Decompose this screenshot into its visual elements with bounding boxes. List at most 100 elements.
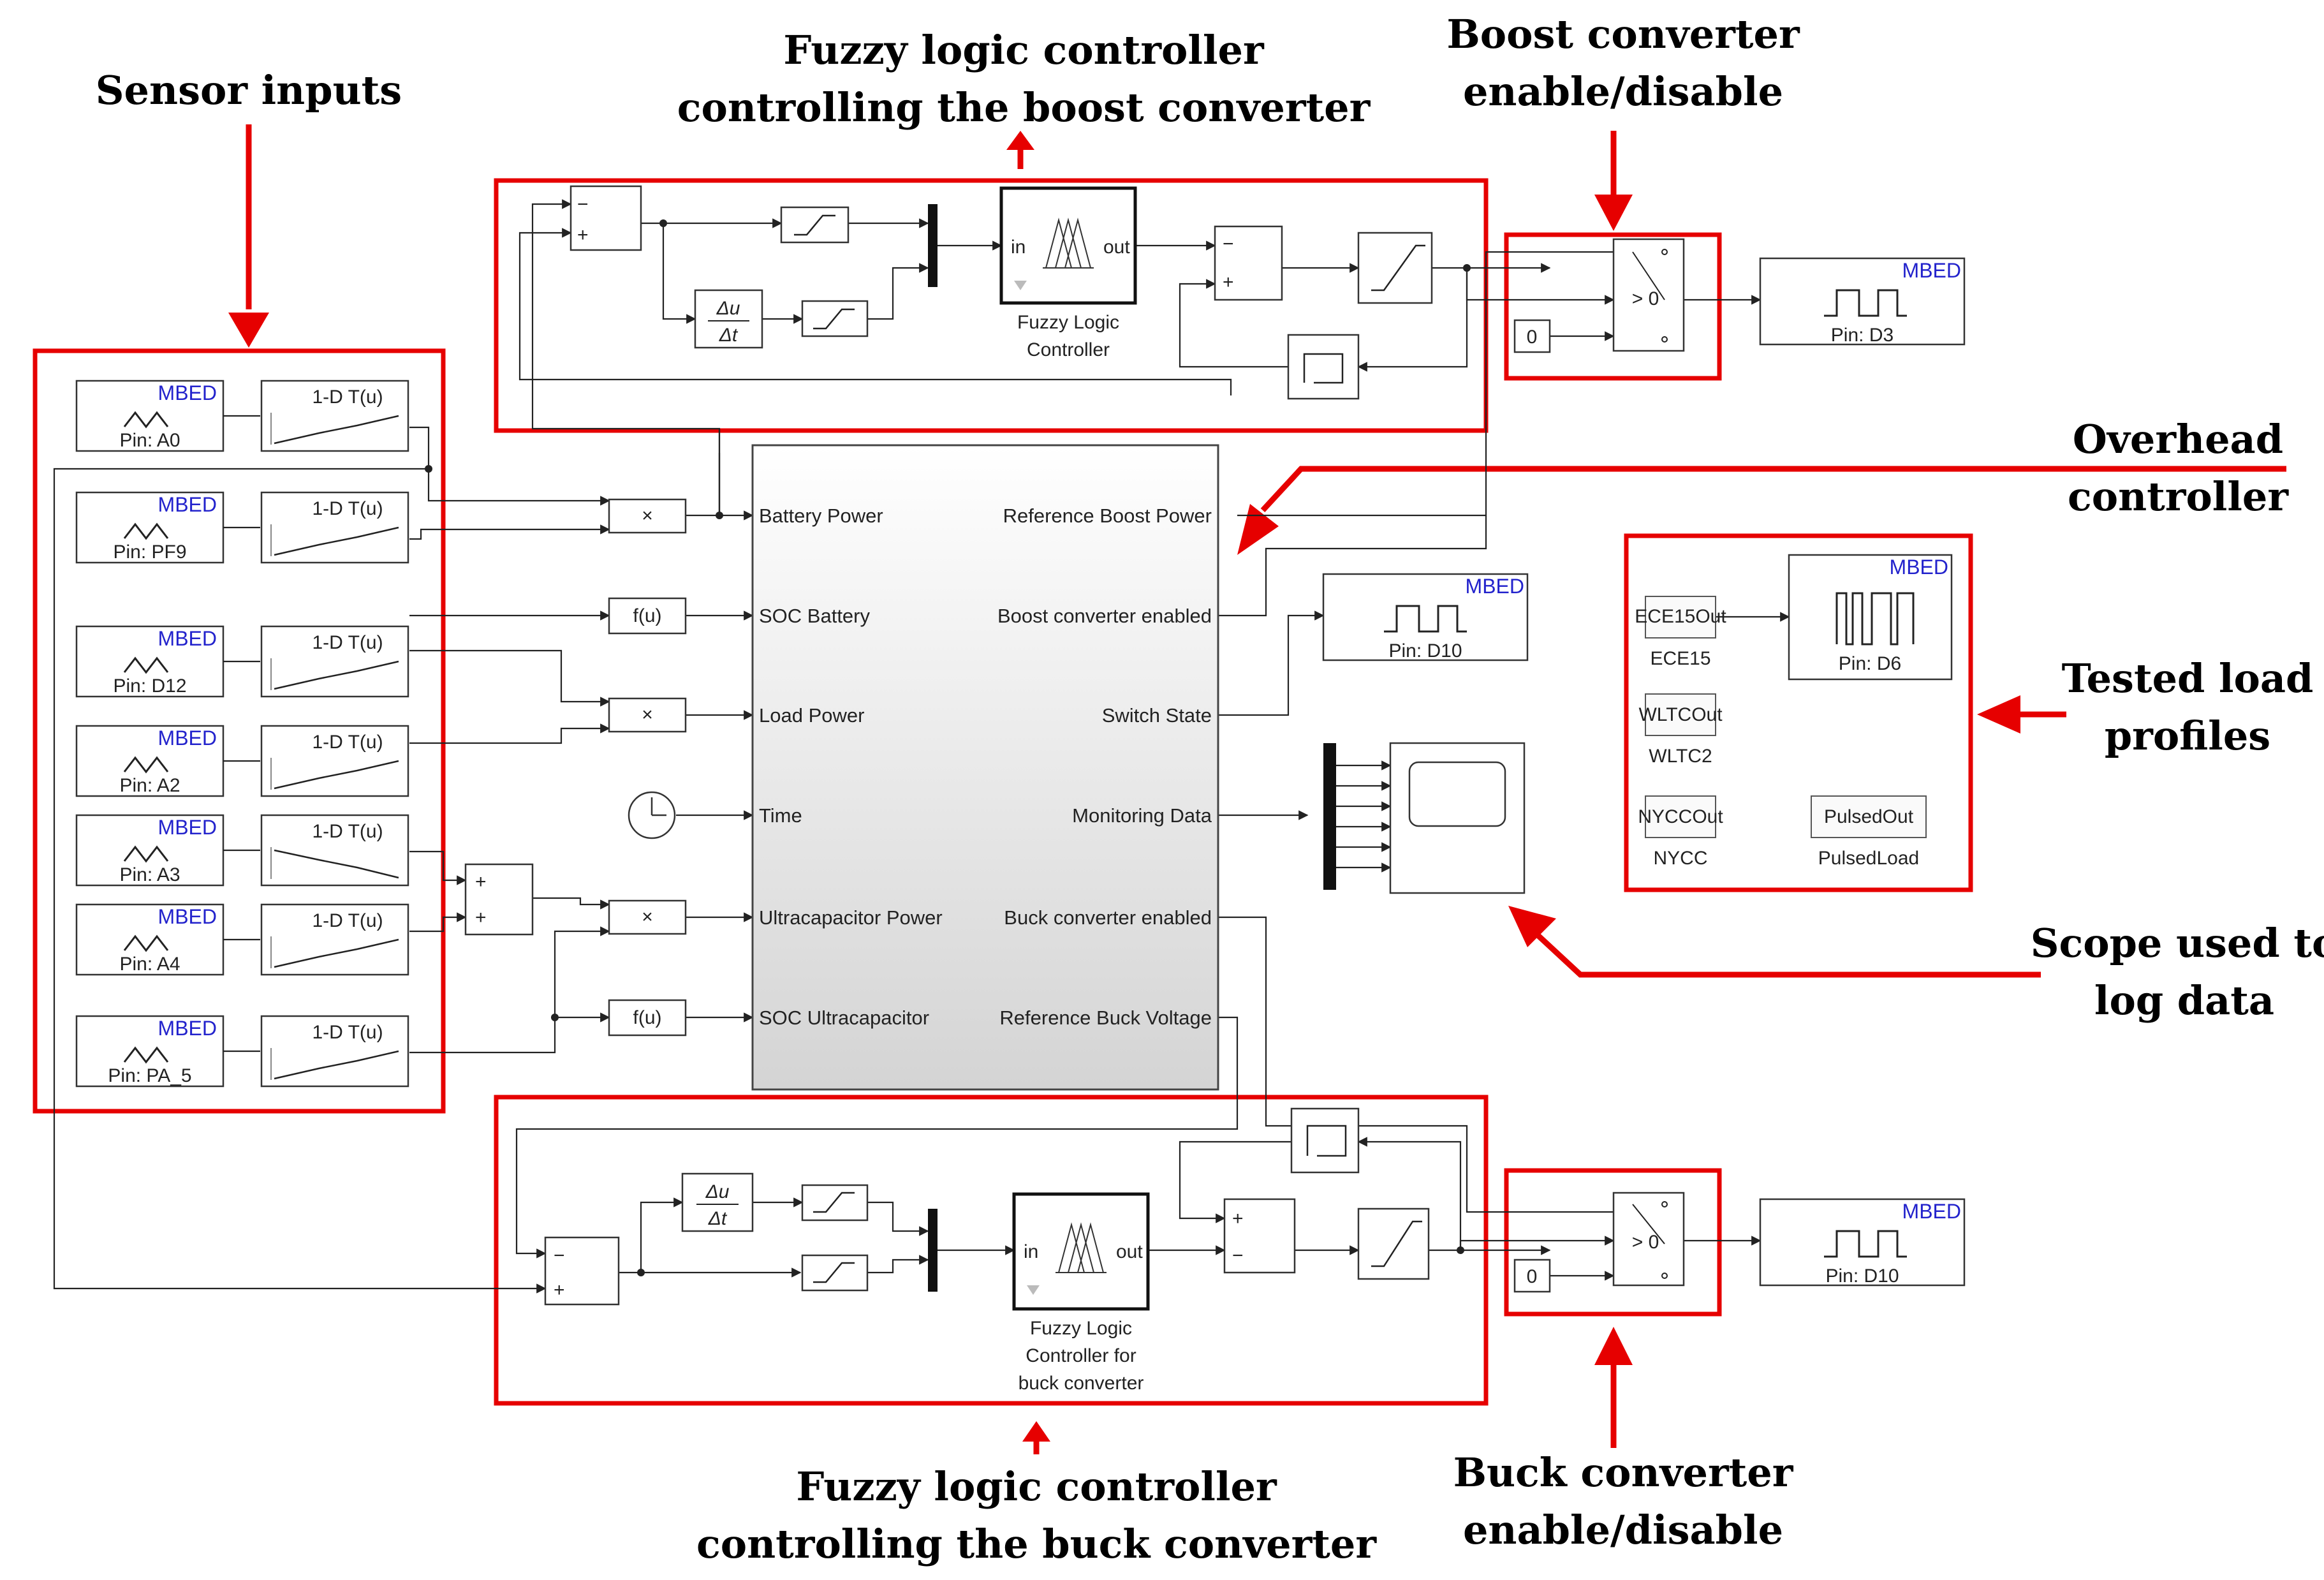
lookup-table-block[interactable]: 1-D T(u) xyxy=(260,725,409,797)
buck-subtract-block-2[interactable]: + − xyxy=(1223,1198,1296,1274)
lookup-table-block[interactable]: 1-D T(u) xyxy=(260,814,409,887)
svg-text:out: out xyxy=(1103,237,1130,258)
buck-enable-box xyxy=(1504,1168,1722,1317)
product-block-battery[interactable]: × xyxy=(608,498,687,534)
svg-text:f(u): f(u) xyxy=(633,1007,662,1028)
svg-text:Fuzzy Logic: Fuzzy Logic xyxy=(1030,1318,1132,1339)
svg-text:Pin: D10: Pin: D10 xyxy=(1825,1266,1899,1287)
buck-memory-block[interactable] xyxy=(1290,1107,1360,1174)
overhead-input-label: Battery Power xyxy=(759,505,883,527)
lookup-table-block[interactable]: 1-D T(u) xyxy=(260,903,409,976)
mbed-label: MBED xyxy=(158,1017,217,1040)
buck-saturation-1[interactable] xyxy=(801,1184,869,1222)
lookup-table-block[interactable]: 1-D T(u) xyxy=(260,491,409,564)
clock-block[interactable] xyxy=(628,791,676,839)
boost-const-0[interactable]: 0 xyxy=(1513,319,1551,353)
buck-subtract-block[interactable]: − + xyxy=(544,1236,620,1306)
svg-text:ECE15: ECE15 xyxy=(1650,648,1710,669)
svg-text:> 0: > 0 xyxy=(1632,288,1659,309)
pin-label: Pin: A4 xyxy=(119,954,180,975)
boost-saturation-3[interactable] xyxy=(1357,232,1433,304)
analog-wave-icon xyxy=(123,522,169,540)
buck-const-0[interactable]: 0 xyxy=(1513,1259,1551,1293)
svg-text:−: − xyxy=(1223,233,1234,255)
lut-label: 1-D T(u) xyxy=(312,387,383,408)
red-arrows xyxy=(228,124,2286,1454)
boost-fuzzy-controller[interactable]: in out Fuzzy Logic Controller xyxy=(999,186,1137,360)
buck-derivative-block[interactable]: Δu Δt xyxy=(681,1172,754,1232)
scope-block[interactable] xyxy=(1389,742,1526,894)
sum-block-ultracap[interactable]: + + xyxy=(464,863,534,936)
analog-input-block[interactable]: MBED Pin: PA_5 xyxy=(75,1015,224,1088)
boost-derivative-block[interactable]: Δu Δt xyxy=(694,289,763,349)
pulsed-load-source[interactable]: PulsedOut PulsedLoad xyxy=(1811,795,1927,869)
fcn-block-soc-battery[interactable]: f(u) xyxy=(608,597,687,635)
svg-text:MBED: MBED xyxy=(1902,259,1961,282)
boost-saturation-2[interactable] xyxy=(801,300,869,337)
analog-wave-icon xyxy=(123,934,169,952)
lookup-table-block[interactable]: 1-D T(u) xyxy=(260,1015,409,1088)
boost-switch-block[interactable]: > 0 xyxy=(1612,238,1685,352)
svg-text:×: × xyxy=(642,704,653,725)
mbed-label: MBED xyxy=(158,493,217,516)
boost-mux[interactable] xyxy=(928,204,938,287)
arrow-fuzzy-buck-head xyxy=(1022,1421,1050,1442)
svg-text:Controller for: Controller for xyxy=(1026,1345,1136,1366)
pin-label: Pin: PA_5 xyxy=(108,1065,191,1086)
mbed-label: MBED xyxy=(158,627,217,650)
boost-memory-block[interactable] xyxy=(1287,334,1360,400)
lut-label: 1-D T(u) xyxy=(312,1022,383,1043)
pwm-out-d3[interactable]: MBED Pin: D3 xyxy=(1759,257,1966,346)
buck-mux[interactable] xyxy=(928,1209,938,1292)
svg-text:MBED: MBED xyxy=(1902,1200,1961,1223)
fcn-block-soc-ultracap[interactable]: f(u) xyxy=(608,999,687,1037)
analog-wave-icon xyxy=(123,845,169,863)
pwm-out-d10-buck[interactable]: MBED Pin: D10 xyxy=(1759,1198,1966,1287)
svg-text:Δu: Δu xyxy=(716,298,740,319)
svg-text:Δt: Δt xyxy=(708,1208,728,1229)
analog-wave-icon xyxy=(123,411,169,429)
lut-label: 1-D T(u) xyxy=(312,910,383,931)
buck-saturation-3[interactable] xyxy=(1357,1207,1430,1280)
label-buck-enable-2: enable/disable xyxy=(1463,1507,1783,1553)
boost-subtract-block[interactable]: − + xyxy=(570,185,642,251)
pwm-out-d6[interactable]: MBED Pin: D6 xyxy=(1788,554,1953,681)
svg-text:+: + xyxy=(475,871,487,892)
label-fuzzy-buck-1: Fuzzy logic controller xyxy=(796,1463,1277,1510)
boost-subtract-block-2[interactable]: − + xyxy=(1214,225,1283,301)
buck-switch-block[interactable]: > 0 xyxy=(1612,1192,1685,1287)
product-block-load[interactable]: × xyxy=(608,697,687,733)
svg-text:> 0: > 0 xyxy=(1632,1232,1659,1253)
product-block-ultracap[interactable]: × xyxy=(608,899,687,935)
mbed-label: MBED xyxy=(158,816,217,839)
wltc2-source[interactable]: WLTCOut WLTC2 xyxy=(1638,693,1723,767)
svg-text:Pin: D6: Pin: D6 xyxy=(1839,653,1901,674)
lookup-table-block[interactable]: 1-D T(u) xyxy=(260,380,409,452)
lut-curve xyxy=(274,938,399,968)
buck-saturation-2[interactable] xyxy=(801,1254,869,1292)
svg-text:PulsedOut: PulsedOut xyxy=(1824,806,1914,827)
pwm-out-d10-switch[interactable]: MBED Pin: D10 xyxy=(1322,573,1529,661)
nycc-source[interactable]: NYCCOut NYCC xyxy=(1638,795,1723,869)
buck-fuzzy-controller[interactable]: in out Fuzzy Logic Controller for buck c… xyxy=(1012,1192,1150,1394)
boost-saturation-1[interactable] xyxy=(780,206,849,244)
lut-curve xyxy=(274,849,399,879)
arrow-buck-enable-head xyxy=(1594,1327,1633,1365)
scope-mux[interactable] xyxy=(1323,743,1336,890)
svg-text:0: 0 xyxy=(1527,327,1538,348)
svg-text:out: out xyxy=(1116,1241,1143,1262)
lut-curve xyxy=(274,760,399,790)
ece15-source[interactable]: ECE15Out ECE15 xyxy=(1635,596,1726,669)
lookup-table-block[interactable]: 1-D T(u) xyxy=(260,625,409,698)
label-tested-1: Tested load xyxy=(2062,655,2314,702)
